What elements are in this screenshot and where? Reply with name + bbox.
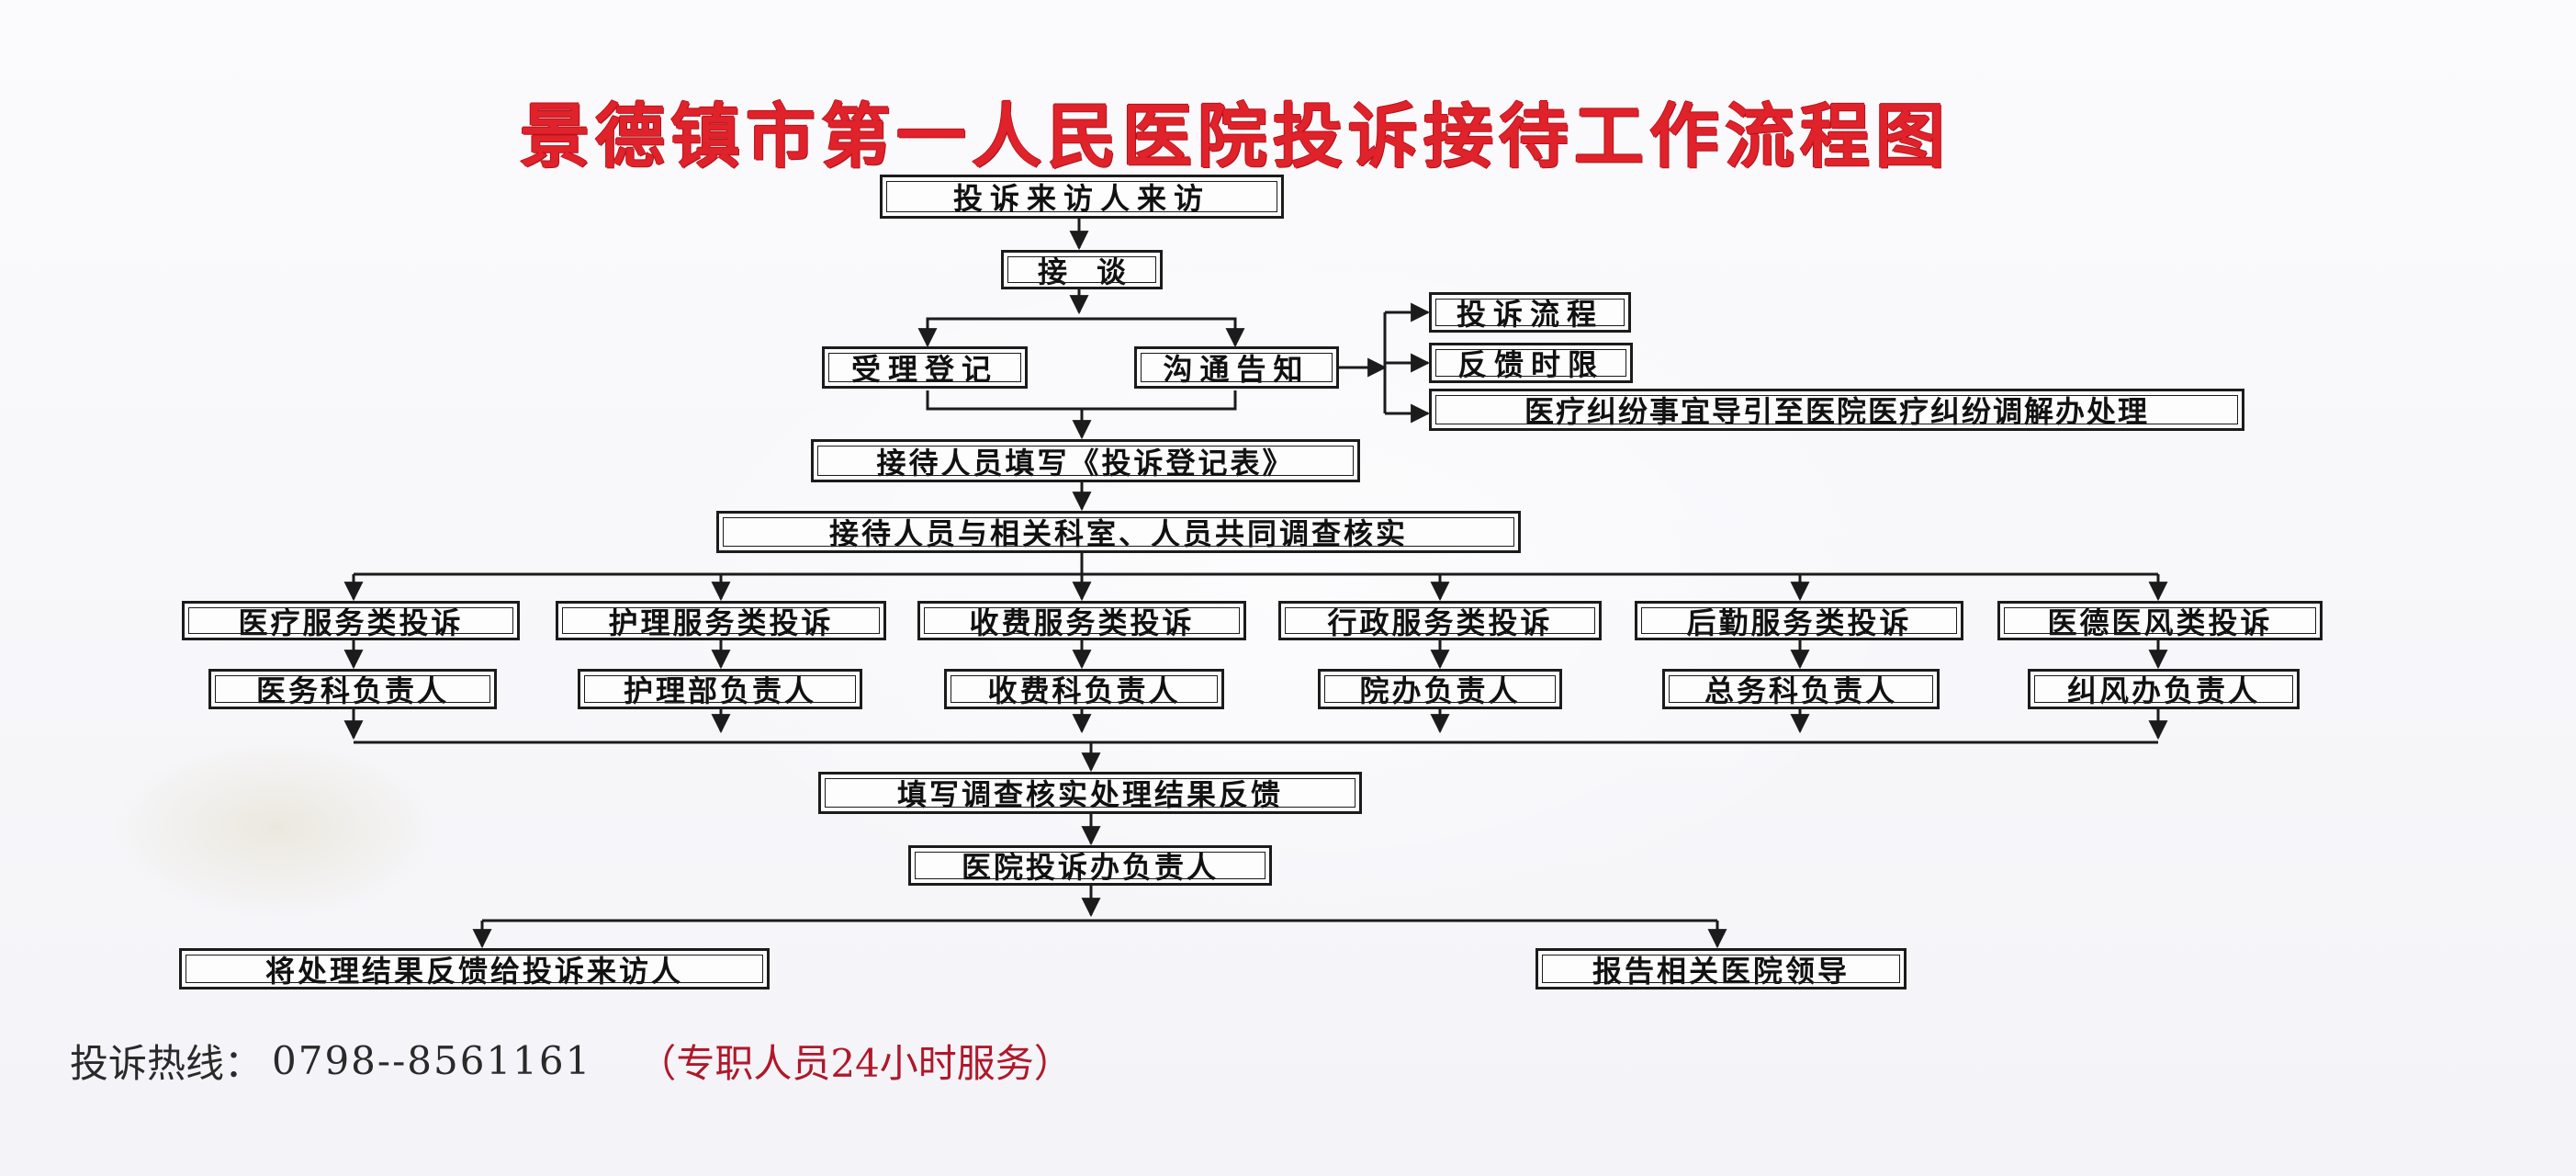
interview-box: 接 谈: [1001, 250, 1163, 289]
category-ethics-box: 医德医风类投诉: [1997, 601, 2323, 640]
complaint-office-head-box: 医院投诉办负责人: [908, 845, 1272, 886]
category-billing-box: 收费服务类投诉: [917, 601, 1246, 640]
owner-ethics-office-box: 纠风办负责人: [2028, 669, 2300, 709]
hotline-service-note: （专职人员24小时服务）: [637, 1040, 1073, 1086]
joint-investigation-box: 接待人员与相关科室、人员共同调查核实: [716, 511, 1521, 553]
result-feedback-box: 填写调查核实处理结果反馈: [818, 772, 1362, 814]
visitor-arrival-box: 投诉来访人来访: [880, 175, 1284, 219]
fill-register-form-box: 接待人员填写《投诉登记表》: [811, 439, 1360, 482]
communicate-box: 沟通告知: [1134, 346, 1339, 389]
register-box: 受理登记: [822, 346, 1028, 389]
hotline-footer: 投诉热线： 0798--8561161 （专职人员24小时服务）: [70, 1033, 1073, 1088]
category-logistics-box: 后勤服务类投诉: [1635, 601, 1963, 640]
inform-procedure-box: 投诉流程: [1429, 292, 1631, 333]
category-medical-box: 医疗服务类投诉: [182, 601, 520, 640]
inform-dispute-box: 医疗纠纷事宜导引至医院医疗纠纷调解办处理: [1429, 389, 2244, 431]
feedback-to-visitor-box: 将处理结果反馈给投诉来访人: [179, 948, 770, 989]
owner-general-affairs-box: 总务科负责人: [1662, 669, 1940, 709]
hotline-label: 投诉热线：: [70, 1040, 264, 1086]
owner-billing-dept-box: 收费科负责人: [944, 669, 1224, 709]
report-to-leaders-box: 报告相关医院领导: [1535, 948, 1907, 989]
owner-nursing-dept-box: 护理部负责人: [578, 669, 862, 709]
diagram-title: 景德镇市第一人民医院投诉接待工作流程图: [520, 96, 1951, 177]
category-nursing-box: 护理服务类投诉: [556, 601, 886, 640]
owner-hospital-office-box: 院办负责人: [1318, 669, 1562, 709]
category-administration-box: 行政服务类投诉: [1278, 601, 1602, 640]
hotline-number: 0798--8561161: [272, 1037, 592, 1083]
owner-medical-affairs-box: 医务科负责人: [208, 669, 497, 709]
inform-deadline-box: 反馈时限: [1429, 343, 1633, 383]
